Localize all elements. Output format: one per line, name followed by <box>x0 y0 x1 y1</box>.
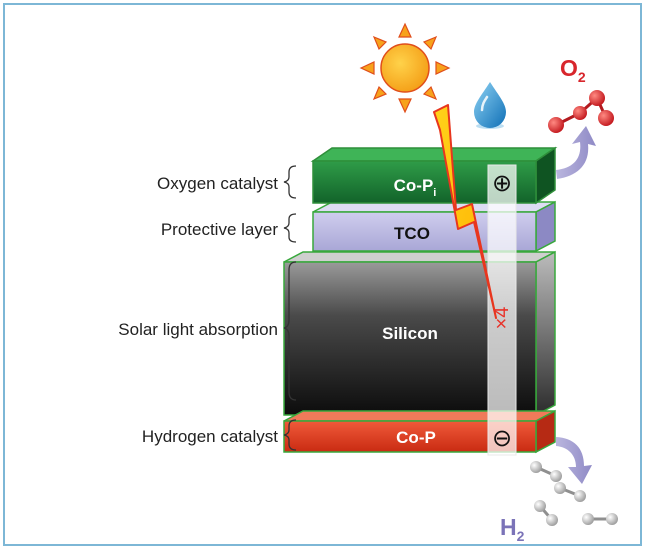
brace-hydrogen <box>283 419 297 451</box>
water-drop-icon <box>474 82 506 129</box>
brace-solar <box>283 261 297 401</box>
lightning-bolt <box>433 104 497 319</box>
label-protective-layer: Protective layer <box>161 220 278 239</box>
layer-co-pi-label: Co-Pi <box>394 176 437 199</box>
co-pi-base: Co-P <box>394 176 434 195</box>
times-four-label: ×4 <box>491 307 513 330</box>
o2-sub: 2 <box>578 69 586 85</box>
sun-icon <box>359 22 451 114</box>
h2-label: H2 <box>500 514 525 544</box>
co-pi-sub: i <box>433 187 436 199</box>
h2-sub: 2 <box>517 528 525 544</box>
frame-border <box>3 3 642 546</box>
o2-arrow <box>556 126 596 179</box>
layer-co-p-label: Co-P <box>396 428 436 447</box>
electron-minus-symbol: ⊖ <box>492 425 512 452</box>
o2-label: O2 <box>560 55 586 85</box>
tco-layer <box>312 200 556 253</box>
label-oxygen-catalyst: Oxygen catalyst <box>157 174 278 193</box>
brace-oxygen <box>283 165 297 199</box>
charge-column <box>487 164 517 456</box>
o2-molecule <box>548 90 614 133</box>
label-hydrogen-catalyst: Hydrogen catalyst <box>142 427 278 446</box>
h2-base: H <box>500 514 517 540</box>
layer-tco-label: TCO <box>394 224 430 243</box>
hole-plus-symbol: ⊕ <box>492 170 512 197</box>
brace-protective <box>283 213 297 243</box>
layer-silicon-label: Silicon <box>382 324 438 343</box>
label-solar-absorption: Solar light absorption <box>118 320 278 339</box>
h2-molecule <box>530 461 618 526</box>
o2-base: O <box>560 55 578 81</box>
h2-arrow <box>556 437 592 484</box>
